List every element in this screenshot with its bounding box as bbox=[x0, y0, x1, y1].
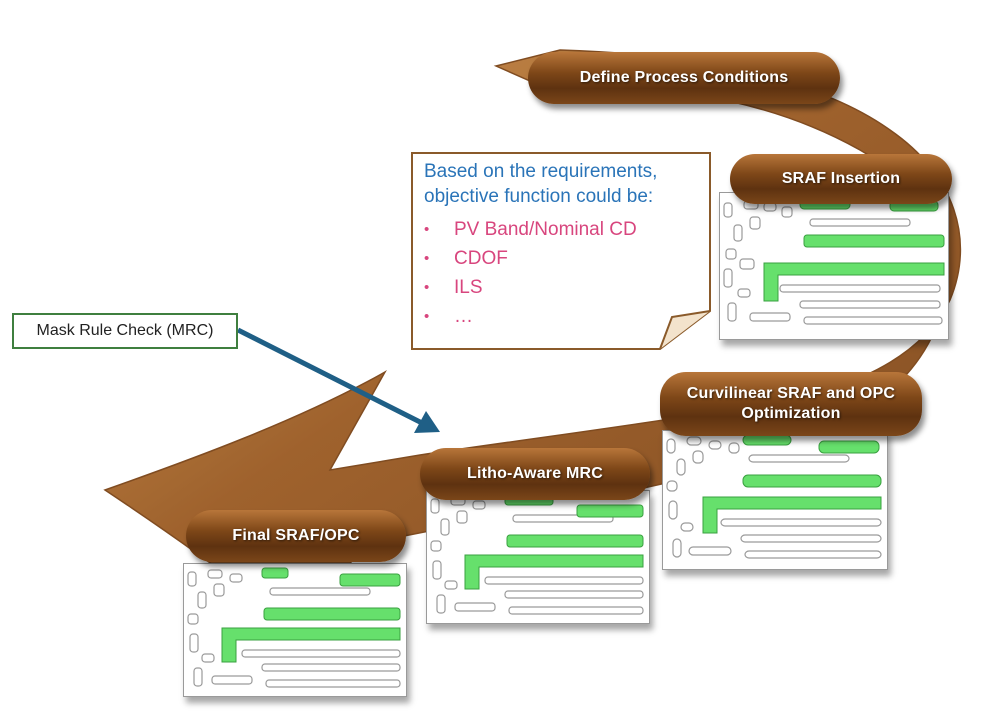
mrc-pointer-head bbox=[414, 411, 440, 433]
objective-item: CDOF bbox=[424, 244, 714, 273]
sraf-insertion-layout-image bbox=[719, 192, 949, 340]
callout-heading: Based on the requirements, objective fun… bbox=[424, 161, 658, 207]
objective-list: PV Band/Nominal CD CDOF ILS … bbox=[424, 215, 714, 331]
stage-final-sraf-opc: Final SRAF/OPC bbox=[186, 510, 406, 562]
stage-curvilinear-sraf-opc: Curvilinear SRAF and OPC Optimization bbox=[660, 372, 922, 436]
objective-item: … bbox=[424, 302, 714, 331]
stage-sraf-insertion: SRAF Insertion bbox=[730, 154, 952, 204]
mask-rule-check-text: Mask Rule Check (MRC) bbox=[36, 322, 214, 339]
litho-aware-mrc-layout-image bbox=[426, 490, 650, 624]
mask-rule-check-label: Mask Rule Check (MRC) bbox=[12, 313, 238, 349]
objective-function-callout: Based on the requirements, objective fun… bbox=[410, 151, 712, 351]
objective-item: ILS bbox=[424, 273, 714, 302]
final-sraf-opc-layout-image bbox=[183, 563, 407, 697]
stage-define-process-conditions: Define Process Conditions bbox=[528, 52, 840, 104]
objective-item: PV Band/Nominal CD bbox=[424, 215, 714, 244]
curvilinear-layout-image bbox=[662, 430, 888, 570]
mrc-pointer-line bbox=[236, 327, 424, 426]
stage-litho-aware-mrc: Litho-Aware MRC bbox=[420, 448, 650, 500]
